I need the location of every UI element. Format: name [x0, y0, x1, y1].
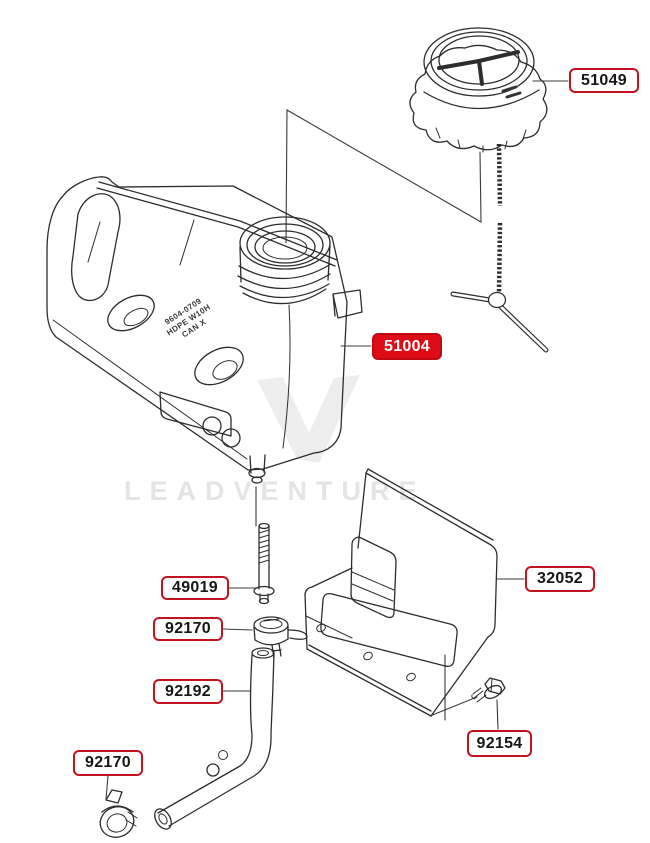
part-label-51004-1[interactable]: 51004 [372, 333, 442, 360]
leader-lines [106, 81, 568, 799]
part-label-32052-6[interactable]: 32052 [525, 566, 595, 592]
cap-tether-cord [453, 144, 546, 350]
cap-tri-spoke [439, 52, 518, 84]
part-label-92192-4[interactable]: 92192 [153, 679, 223, 704]
mount-bolt-drawing [472, 678, 505, 702]
cap-marking [503, 87, 520, 97]
part-label-92170-5[interactable]: 92170 [73, 750, 143, 776]
part-label-49019-2[interactable]: 49019 [161, 576, 229, 600]
leadventure-watermark-logo [257, 375, 360, 463]
leadventure-watermark-text: LEADVENTURE [124, 476, 426, 506]
clamp-lower-drawing [96, 790, 138, 842]
hose-drawing [151, 648, 274, 832]
tank-outlet [249, 455, 265, 483]
filler-neck [238, 217, 331, 304]
drain-bolt-drawing [254, 524, 274, 604]
assembly-lines [256, 110, 481, 720]
fuel-cap-drawing [410, 28, 547, 152]
part-label-51049-0[interactable]: 51049 [569, 68, 639, 93]
bracket-drawing [305, 469, 497, 716]
part-label-92170-3[interactable]: 92170 [153, 617, 223, 641]
part-label-92154-7[interactable]: 92154 [467, 730, 532, 757]
